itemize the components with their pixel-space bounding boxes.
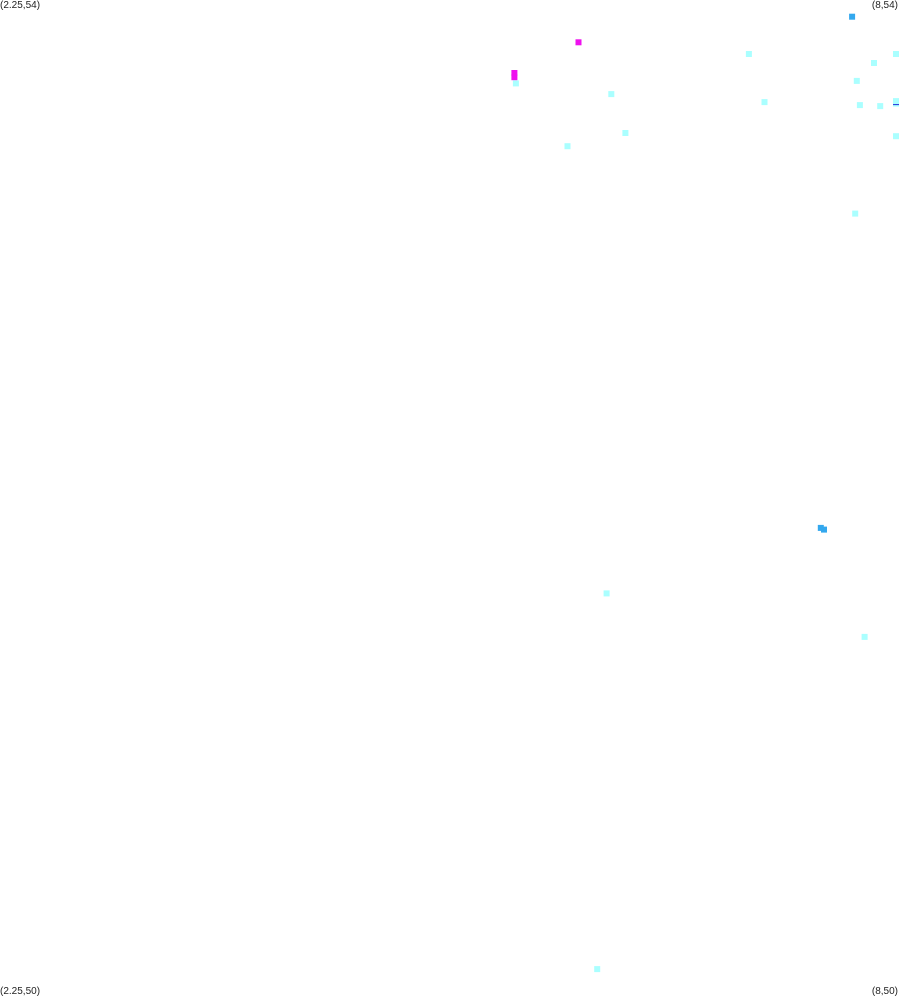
corner-label-bottom-right: (8,50) [871, 986, 898, 997]
map-point-cyan [877, 103, 884, 110]
map-point-cyan [745, 51, 752, 57]
map-point-cyan [594, 966, 601, 973]
map-point-cyan [603, 590, 610, 597]
map-point-cyan [871, 60, 877, 66]
map-point-cyan [761, 99, 768, 106]
corner-label-bottom-left: (2.25,50) [0, 986, 41, 997]
map-point-cyan [512, 80, 519, 87]
map-point-cyan [564, 143, 571, 150]
map-point-magenta [575, 39, 582, 46]
map-point-cyan [622, 130, 629, 136]
map-point-cyan [608, 91, 615, 98]
corner-label-top-left: (2.25,54) [0, 0, 41, 11]
map-point-light_blue [849, 13, 856, 20]
map-point-cyan [893, 98, 899, 105]
map-point-light_blue [821, 526, 827, 533]
map-point-cyan [852, 210, 859, 217]
map-point-cyan [893, 133, 899, 140]
map-point-magenta [511, 70, 518, 76]
corner-label-top-right: (8,54) [871, 0, 898, 11]
map-point-cyan [893, 51, 899, 57]
map-point-cyan [861, 633, 868, 640]
map-point-light_blue [817, 524, 824, 531]
map-point-magenta [511, 74, 518, 81]
map-point-cyan [853, 77, 860, 84]
map-point-cyan [856, 102, 863, 109]
